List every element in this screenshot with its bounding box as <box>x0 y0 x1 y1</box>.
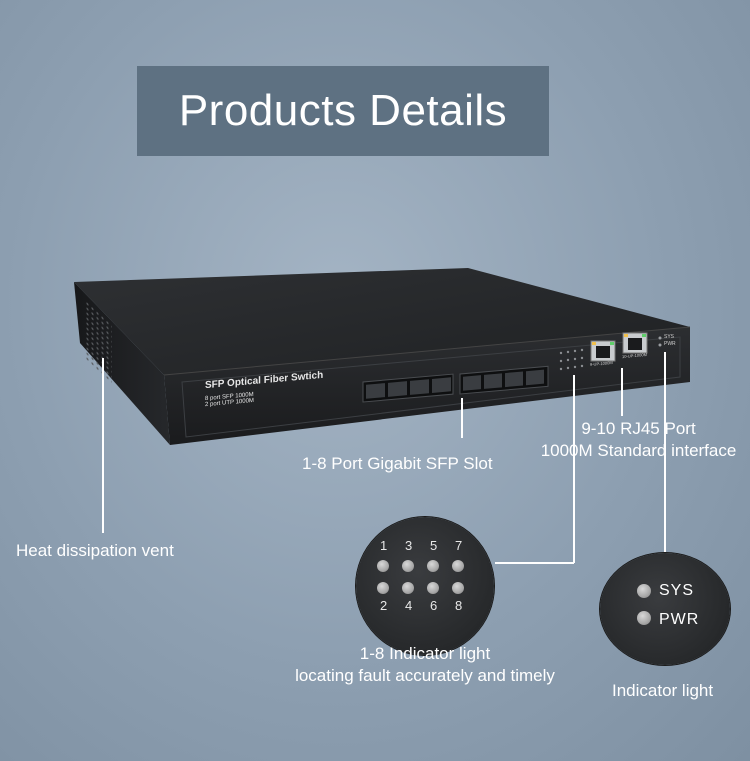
indicator-led <box>377 582 389 594</box>
led-number-bottom: 6 <box>430 598 438 613</box>
indicator-led <box>427 582 439 594</box>
rj45-port-9 <box>590 340 616 362</box>
led-number-bottom: 2 <box>380 598 388 613</box>
callout-line-rj45 <box>621 368 623 416</box>
led-number-top: 3 <box>405 538 413 553</box>
callout-line-sfp <box>461 398 463 438</box>
indicator-led <box>377 560 389 572</box>
led-number-bottom: 8 <box>455 598 463 613</box>
led-number-top: 5 <box>430 538 438 553</box>
led-number-top: 1 <box>380 538 388 553</box>
sys-led <box>637 584 651 598</box>
page-title: Products Details <box>178 86 508 135</box>
label-rj45-line2: 1000M Standard interface <box>540 441 737 460</box>
label-sys-indicator: Indicator light <box>612 681 714 700</box>
callout-line-led-h <box>495 562 574 564</box>
rj45-port-10 <box>622 332 648 354</box>
callout-line-sys <box>664 352 666 555</box>
callout-line-vent <box>102 358 104 533</box>
switch-top-panel <box>74 268 690 375</box>
pwr-led <box>637 611 651 625</box>
sys-zoom-label: SYS <box>659 582 695 599</box>
panel-sys-label: SYS <box>664 334 675 340</box>
indicator-led <box>452 560 464 572</box>
label-sfp-slot: 1-8 Port Gigabit SFP Slot <box>302 454 493 473</box>
label-heat-vent: Heat dissipation vent <box>16 541 174 560</box>
label-indicator-line1: 1-8 Indicator light <box>359 644 491 663</box>
sfp-ports-group-2 <box>459 365 549 395</box>
heat-vent-grille <box>86 300 112 385</box>
indicator-led <box>402 582 414 594</box>
sys-zoom-circle <box>600 553 730 665</box>
label-indicator: 1-8 Indicator light locating fault accur… <box>240 643 610 687</box>
label-rj45: 9-10 RJ45 Port 1000M Standard interface <box>538 418 739 462</box>
led-number-bottom: 4 <box>405 598 413 613</box>
led-number-top: 7 <box>455 538 463 553</box>
indicator-led <box>402 560 414 572</box>
panel-led-cluster <box>559 348 584 371</box>
panel-pwr-label: PWR <box>664 341 676 347</box>
indicator-led <box>452 582 464 594</box>
pwr-zoom-label: PWR <box>659 611 700 628</box>
title-banner: Products Details <box>137 66 549 156</box>
callout-line-led-v <box>573 375 575 563</box>
label-rj45-line1: 9-10 RJ45 Port <box>581 419 696 438</box>
label-indicator-line2: locating fault accurately and timely <box>295 666 555 685</box>
indicator-led <box>427 560 439 572</box>
sfp-ports-group-1 <box>362 373 454 403</box>
